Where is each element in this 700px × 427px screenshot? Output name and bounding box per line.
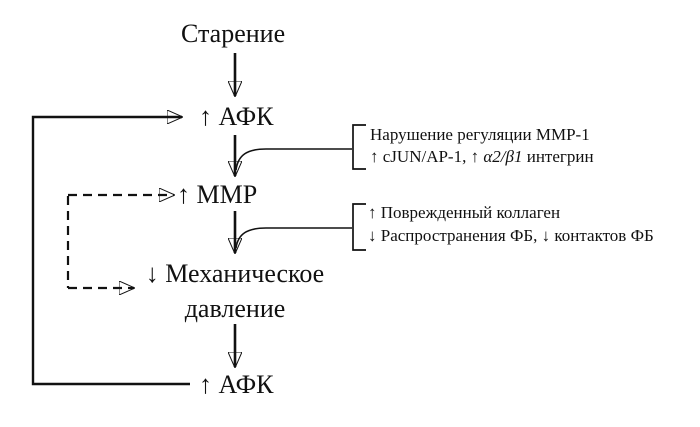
feedback-loop-solid (31, 117, 190, 386)
connector-curve-top (235, 148, 352, 171)
bracket-top (352, 124, 366, 170)
annotation-mmp-regulation-line2-pre: ↑ cJUN/AP-1, ↑ (370, 147, 484, 166)
annotation-mmp-regulation: Нарушение регуляции MMP-1 ↑ cJUN/AP-1, ↑… (370, 124, 594, 168)
annotation-mmp-regulation-line1: Нарушение регуляции MMP-1 (370, 125, 590, 144)
annotation-damaged-collagen: ↑ Поврежденный коллаген ↓ Распространени… (368, 201, 654, 247)
node-mechanical-pressure-line2: давление (184, 294, 286, 323)
bracket-bottom (352, 203, 366, 251)
node-aging: Старение (181, 19, 286, 48)
annotation-damaged-collagen-line2: ↓ Распространения ФБ, ↓ контактов ФБ (368, 226, 654, 245)
annotation-damaged-collagen-line1: ↑ Поврежденный коллаген (368, 203, 561, 222)
annotation-integrin-italic: α2/β1 (483, 147, 523, 166)
node-mechanical-pressure: ↓ Механическое давление (105, 256, 365, 326)
node-mmp: ↑ MMP (177, 180, 258, 209)
annotation-mmp-regulation-line2: ↑ cJUN/AP-1, ↑ α2/β1 интегрин (370, 146, 594, 168)
connector-curve-bottom (235, 227, 352, 249)
annotation-mmp-regulation-line2-post: интегрин (522, 147, 594, 166)
node-ros-top: ↑ АФК (199, 102, 274, 131)
node-ros-bottom: ↑ АФК (199, 370, 274, 399)
node-mechanical-pressure-line1: ↓ Механическое (145, 259, 325, 288)
